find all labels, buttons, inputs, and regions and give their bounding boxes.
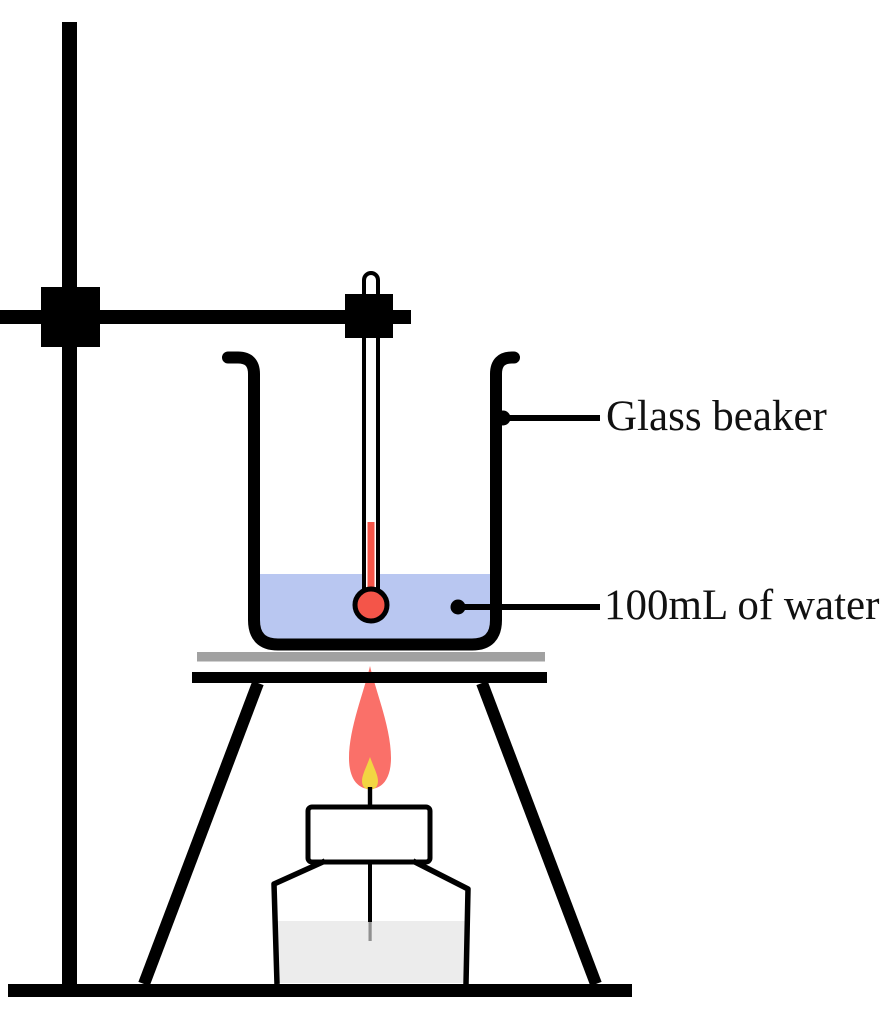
stand-arm [0, 310, 411, 324]
annotation-water: 100mL of water [450, 582, 879, 629]
flame-inner [362, 757, 378, 790]
annotation-glass-beaker: Glass beaker [495, 393, 827, 440]
burner-bottle [271, 858, 471, 985]
spirit-burner [271, 787, 471, 985]
glass-beaker-outline [222, 351, 520, 651]
label-glass-beaker: Glass beaker [606, 393, 827, 440]
retort-stand [0, 22, 632, 997]
label-water: 100mL of water [604, 582, 879, 629]
thermometer-clamp [345, 294, 393, 338]
stand-rod [62, 22, 77, 984]
stand-base [8, 984, 632, 997]
tripod-stand [138, 672, 602, 987]
burner-flame [349, 666, 391, 790]
tripod-leg-left [138, 680, 264, 987]
thermometer-column [367, 522, 375, 602]
leader-dot-glass-beaker [495, 410, 511, 426]
leader-dot-water [450, 599, 466, 615]
boss-clamp [41, 287, 100, 347]
thermometer [352, 271, 390, 624]
burner-cap [305, 804, 433, 865]
burner-liquid [277, 921, 466, 983]
wick-submerged [368, 922, 372, 941]
flame-outer [349, 666, 391, 789]
wick [367, 787, 373, 809]
tripod-leg-right [476, 680, 602, 987]
wick-inside [368, 860, 372, 922]
thermometer-bulb [352, 586, 390, 624]
wire-gauze [197, 652, 545, 662]
tripod-top [192, 672, 547, 683]
